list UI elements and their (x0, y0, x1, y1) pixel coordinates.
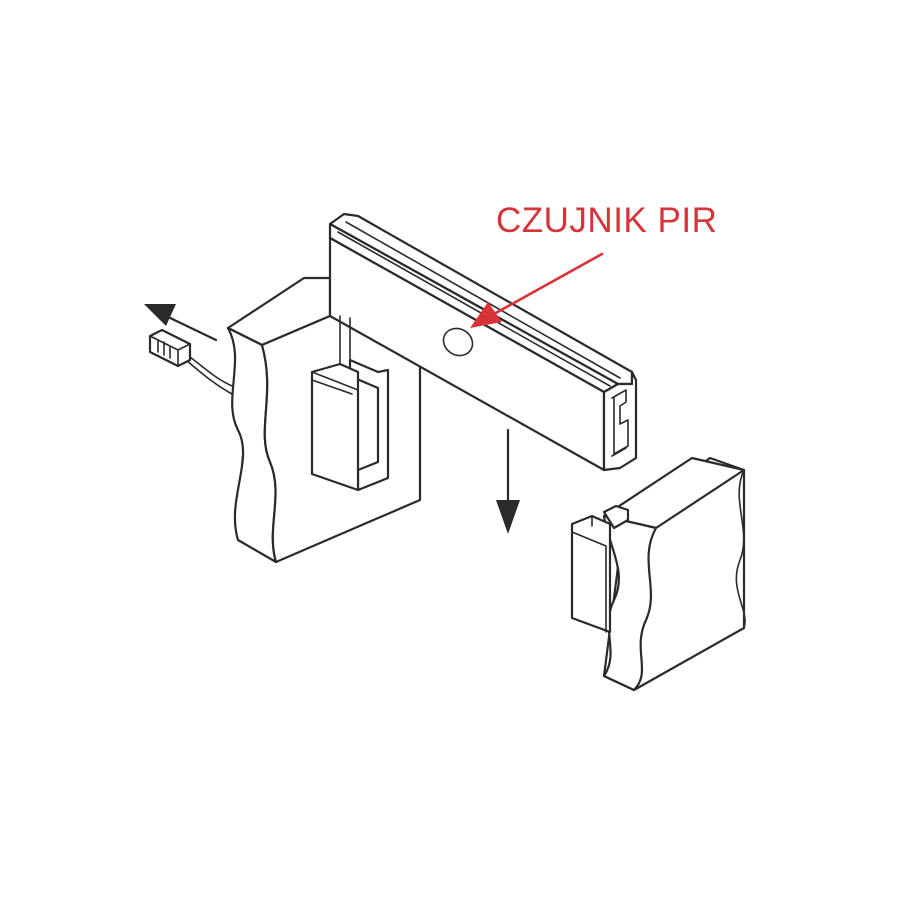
right-bracket-back (602, 504, 630, 530)
pir-pointer-head (470, 302, 502, 328)
profile-groove-line (337, 231, 611, 387)
connector-cable (185, 353, 233, 395)
clip-edge-2 (311, 379, 353, 395)
right-bracket-edge (571, 515, 607, 633)
pir-sensor-label: CZUJNIK PIR (496, 201, 718, 240)
connector-plug-detail (149, 335, 191, 367)
left-arrow-head (144, 304, 176, 326)
profile-end-detail-2 (611, 447, 627, 457)
pir-pointer-shaft (492, 252, 604, 316)
arrows (144, 252, 604, 534)
right-bracket (570, 514, 612, 634)
right-board-front-face (602, 514, 658, 692)
pir-sensor (442, 327, 474, 357)
connector (148, 328, 233, 395)
profile-groove-line-2 (345, 221, 621, 379)
mounting-clip (310, 315, 390, 492)
right-board-wave-edge (735, 469, 746, 629)
led-profile (328, 212, 638, 472)
clip-edge (311, 371, 359, 491)
left-arrow-shaft (164, 314, 218, 342)
right-board (570, 456, 746, 692)
down-arrow-head (496, 500, 520, 534)
